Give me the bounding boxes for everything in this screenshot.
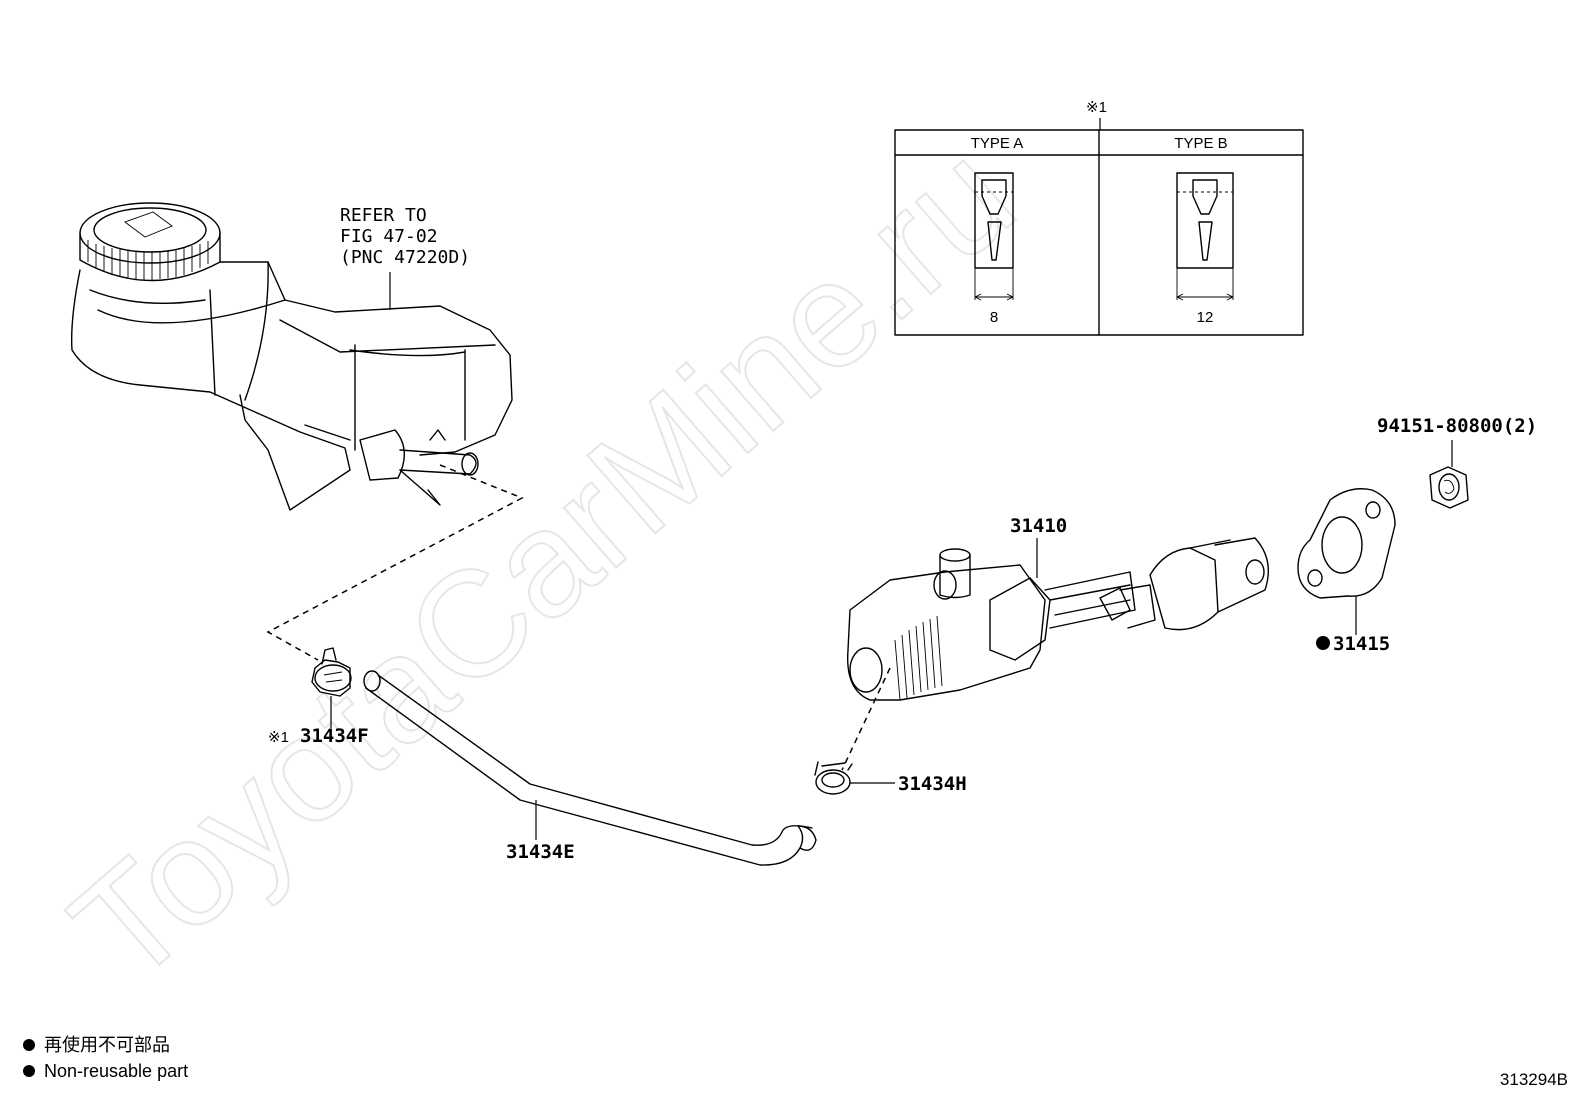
- clip-type-b-drawing: [1176, 172, 1234, 301]
- part-label-31434h: 31434H: [898, 773, 967, 795]
- watermark: ToyotaCarMine.ru: [41, 111, 1045, 1014]
- clip-type-table: [894, 129, 1304, 336]
- hose-31434e: [363, 670, 817, 866]
- clip-type-b-dimension: 12: [1197, 309, 1214, 326]
- part-label-31434f: 31434F: [300, 725, 369, 747]
- part-label-31410: 31410: [1010, 515, 1067, 537]
- refer-to-line1: REFER TO: [340, 205, 427, 226]
- refer-to-line3: (PNC 47220D): [340, 247, 470, 268]
- legend-japanese: 再使用不可部品: [44, 1035, 170, 1055]
- brake-reservoir-tank: [71, 202, 513, 511]
- refer-to-line2: FIG 47-02: [340, 226, 438, 247]
- legend-english: Non-reusable part: [44, 1061, 188, 1081]
- clip-type-a-dimension: 8: [990, 309, 998, 326]
- clutch-master-cylinder: [846, 537, 1269, 701]
- legend-bullet-english: [23, 1065, 35, 1077]
- clip-type-a-title: TYPE A: [971, 135, 1024, 152]
- nut-94151: [1429, 466, 1469, 509]
- clip-type-a-drawing: [974, 172, 1014, 301]
- clip-type-b-title: TYPE B: [1174, 135, 1227, 152]
- part-note-31434f: ※1: [268, 729, 289, 746]
- clip-note-mark: ※1: [1086, 99, 1107, 116]
- part-label-31434e: 31434E: [506, 841, 575, 863]
- connection-line-reservoir: [266, 464, 524, 661]
- gasket-31415: [1297, 488, 1396, 599]
- connection-line-cylinder: [841, 667, 891, 771]
- legend-bullet-japanese: [23, 1039, 35, 1051]
- part-label-31415: 31415: [1333, 633, 1390, 655]
- non-reusable-marker-31415: [1316, 636, 1330, 650]
- clamp-31434h: [814, 761, 853, 795]
- part-label-94151: 94151-80800(2): [1377, 415, 1537, 437]
- figure-code: 313294B: [1500, 1070, 1568, 1089]
- clamp-31434f: [311, 647, 352, 697]
